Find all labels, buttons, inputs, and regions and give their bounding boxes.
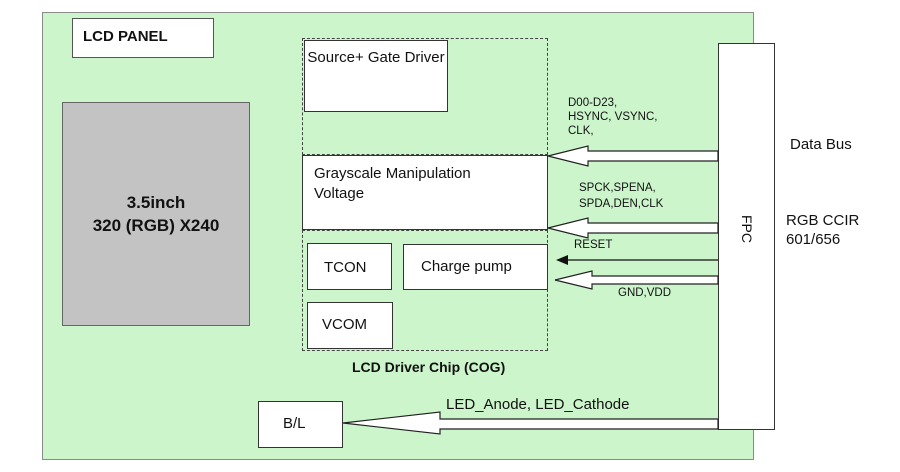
chip-upper-dashed-region [302, 38, 548, 155]
chip-lower-dashed-region [302, 230, 548, 351]
tcon-block: TCON [307, 243, 392, 290]
grayscale-voltage-block: Grayscale Manipulation Voltage [302, 155, 548, 230]
grayscale-voltage-label: Grayscale Manipulation Voltage [314, 165, 471, 202]
power-label: GND,VDD [618, 287, 672, 299]
data-lines-label: D00-D23, [568, 97, 618, 109]
clk-line-label: CLK, [568, 125, 594, 137]
backlight-block: B/L [258, 401, 343, 448]
serial-signals-label: SPCK,SPENA, SPDA,DEN,CLK [579, 180, 663, 212]
serial-control-arrow [547, 217, 719, 239]
rgb-ccir-line2: 601/656 [786, 231, 841, 248]
tcon-label: TCON [324, 259, 367, 276]
panel-title: LCD PANEL [72, 18, 214, 58]
sync-lines-label: HSYNC, VSYNC, [568, 111, 658, 123]
data-bus-arrow [547, 145, 719, 167]
fpc-label: FPC [739, 215, 755, 243]
source-gate-driver-block: Source+ Gate Driver [304, 40, 448, 112]
reset-label: RESET [574, 239, 613, 251]
data-signals-label: D00-D23, HSYNC, VSYNC, CLK, [568, 96, 657, 138]
lcd-glass: 3.5inch 320 (RGB) X240 [62, 102, 250, 326]
lcd-size: 3.5inch [126, 193, 186, 212]
reset-arrowhead [556, 255, 568, 265]
led-arrow [342, 411, 719, 435]
power-arrow [554, 270, 719, 290]
serial-line1-label: SPCK,SPENA, [579, 182, 656, 194]
vcom-label: VCOM [322, 316, 367, 333]
serial-line2-label: SPDA,DEN,CLK [579, 198, 664, 210]
source-gate-driver-label: Source+ Gate Driver [307, 49, 445, 66]
rgb-ccir-label: RGB CCIR 601/656 [786, 211, 859, 249]
fpc-connector [718, 43, 775, 430]
charge-pump-label: Charge pump [421, 258, 512, 275]
charge-pump-block: Charge pump [403, 244, 548, 290]
rgb-ccir-line1: RGB CCIR [786, 212, 860, 229]
lcd-resolution: 320 (RGB) X240 [92, 216, 220, 235]
chip-caption: LCD Driver Chip (COG) [352, 359, 506, 375]
vcom-block: VCOM [307, 302, 393, 349]
data-bus-label: Data Bus [790, 136, 852, 153]
backlight-label: B/L [283, 415, 306, 432]
led-label: LED_Anode, LED_Cathode [446, 396, 630, 413]
